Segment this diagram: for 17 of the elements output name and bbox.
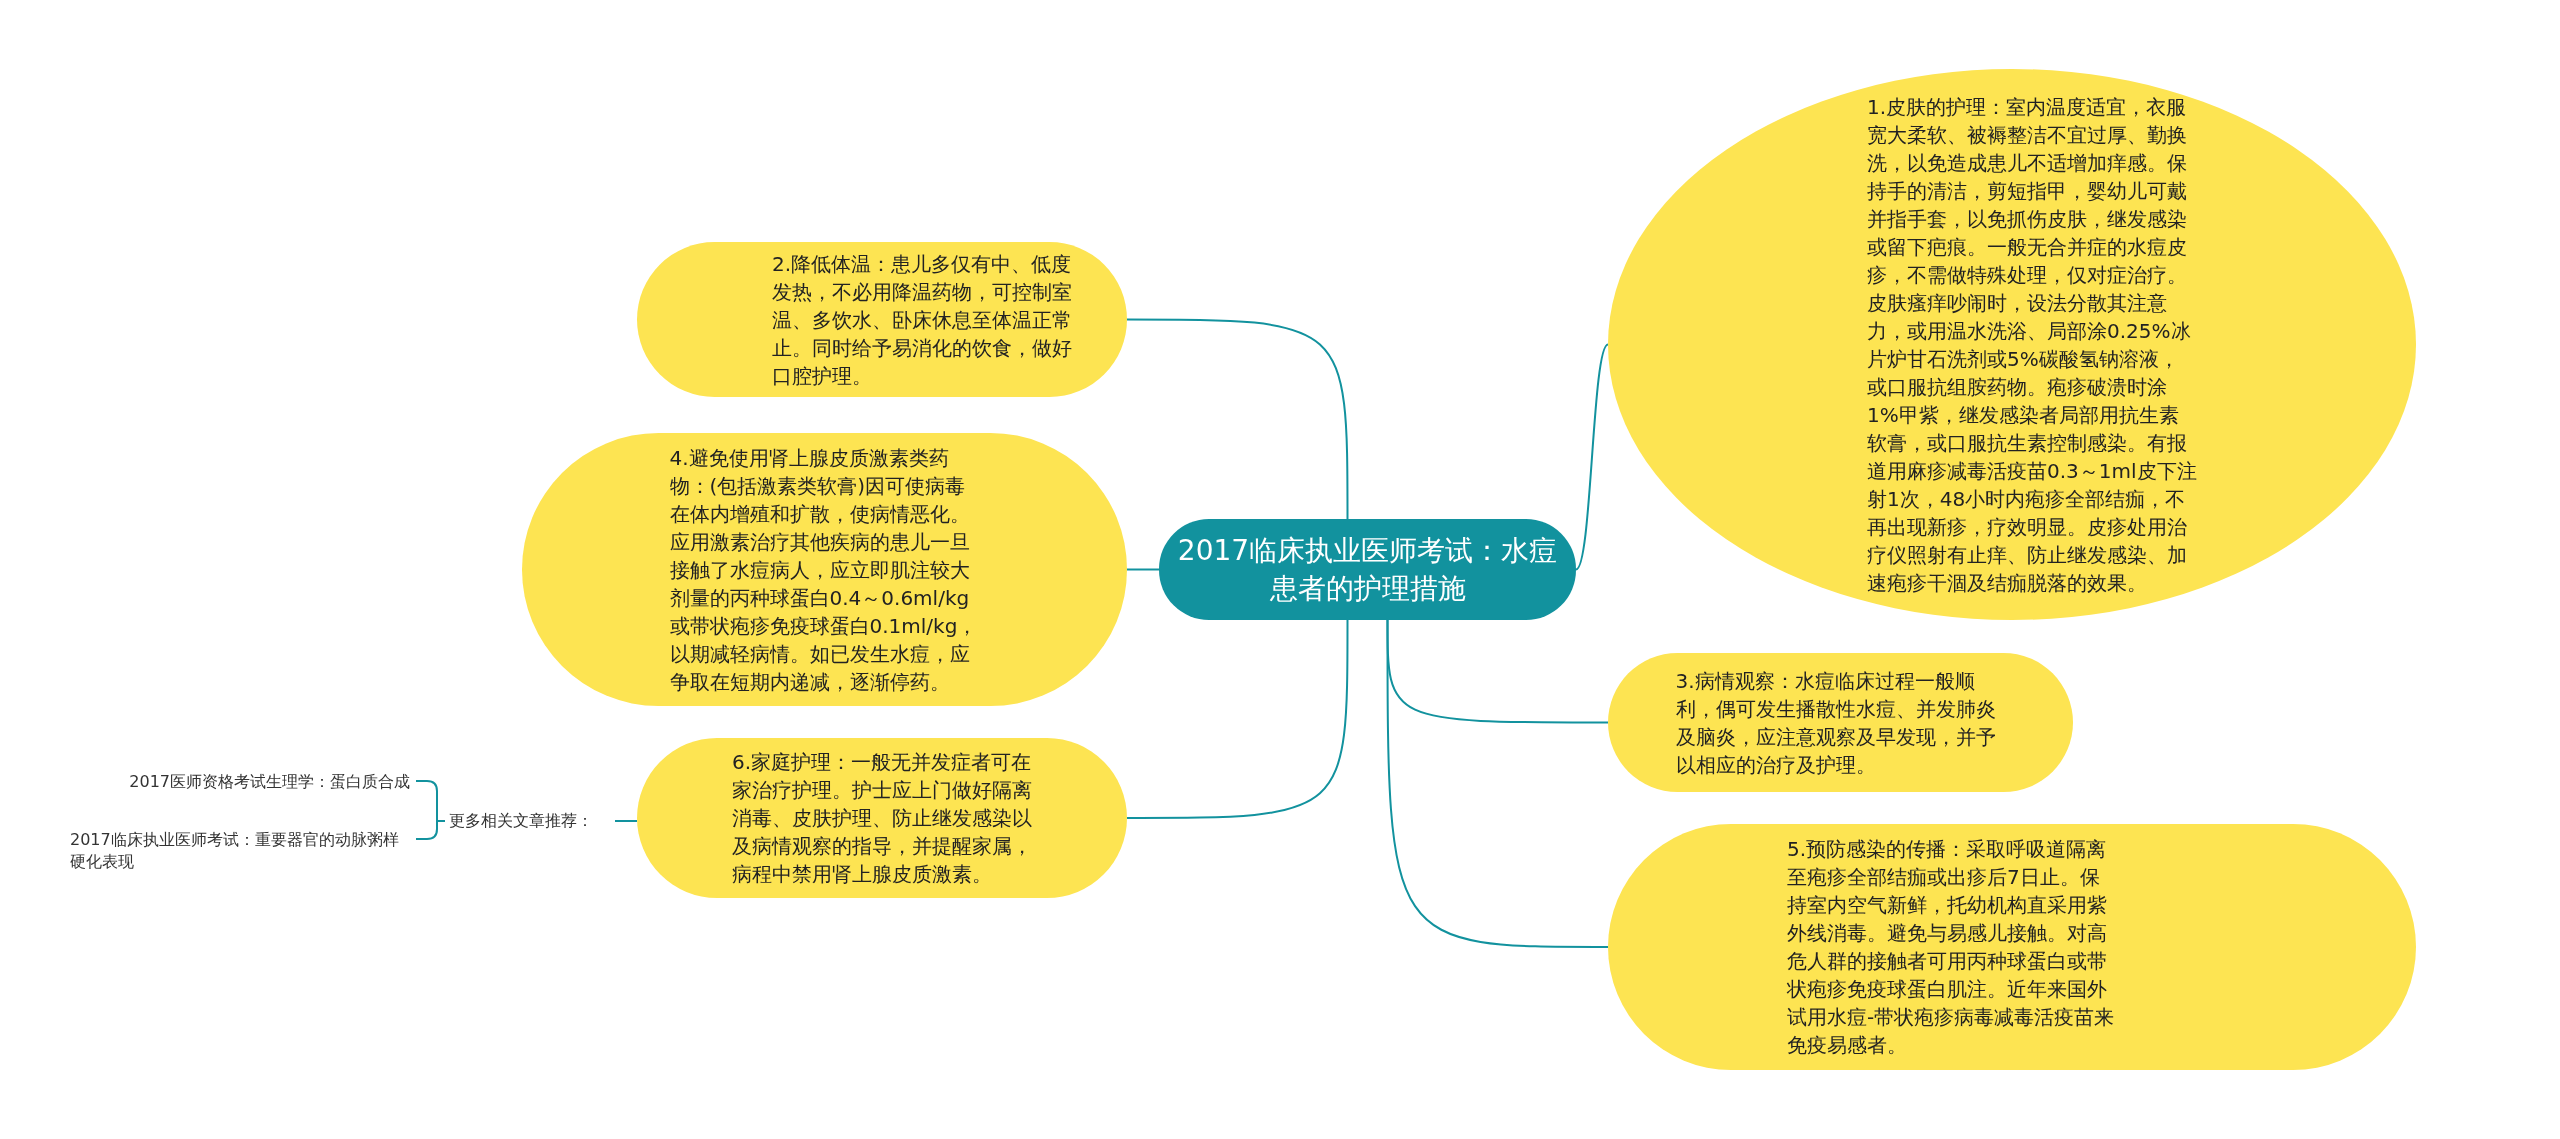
connector-line: [1126, 318, 1349, 520]
link-text: 2017临床执业医师考试：重要器官的动脉粥样硬化表现: [70, 829, 400, 873]
connector-line: [415, 820, 446, 840]
link-text: 更多相关文章推荐：: [449, 810, 594, 832]
topic-text: 1.皮肤的护理：室内温度适宜，衣服宽大柔软、被褥整洁不宜过厚、勤换洗，以免造成患儿不适增加痒感。保持手的清洁，剪短指甲，婴幼儿可戴并指手套，以免抓伤皮肤，继发感染或留下疤痕。一般无合并症的水痘皮疹，不需做特殊处理，仅对症治疗。皮肤瘙痒吵闹时，设法分散其注意力，或用温水洗浴、局部涂0.25%冰片炉甘石洗剂或5%碳酸氢钠溶液，或口服抗组胺药物。疱疹破溃时涂1%甲紫，继发感染者局部用抗生素软膏，或口服抗生素控制感染。有报道用麻疹减毒活疫苗0.3～1ml皮下注射1次，48小时内疱疹全部结痂，不再出现新疹，疗效明显。皮疹处用治疗仪照射有止痒、防止继发感染、加速疱疹干涸及结痂脱落的效果。: [1867, 93, 2197, 597]
topic-text: 3.病情观察：水痘临床过程一般顺利，偶可发生播散性水痘、并发肺炎及脑炎，应注意观察及早发现，并予以相应的治疗及护理。: [1675, 667, 1997, 779]
connector-line: [1386, 619, 1609, 948]
connector-line: [1126, 568, 1160, 571]
link-text: 2017医师资格考试生理学：蛋白质合成: [128, 771, 410, 793]
topic-title: 2017临床执业医师考试：水痘患者的护理措施: [1177, 532, 1558, 607]
connector-line: [1126, 619, 1349, 819]
topic-text: 6.家庭护理：一般无并发症者可在家治疗护理。护士应上门做好隔离消毒、皮肤护理、防止继发感染以及病情观察的指导，并提醒家属，病程中禁用肾上腺皮质激素。: [732, 749, 1032, 888]
connector-line: [614, 820, 638, 822]
topic-text: 5.预防感染的传播：采取呼吸道隔离至疱疹全部结痂或出疹后7日止。保持室内空气新鲜，托幼机构直采用紫外线消毒。避免与易感儿接触。对高危人群的接触者可用丙种球蛋白或带状疱疹免疫球蛋白肌注。近年来国外试用水痘-带状疱疹病毒减毒活疫苗来免疫易感者。: [1787, 836, 2116, 1059]
connector-line: [1575, 343, 1609, 571]
topic-text: 2.降低体温：患儿多仅有中、低度发热，不必用降温药物，可控制室温、多饮水、卧床休息至体温正常止。同时给予易消化的饮食，做好口腔护理。: [772, 250, 1072, 390]
topic-text: 4.避免使用肾上腺皮质激素类药物：(包括激素类软膏)因可使病毒在体内增殖和扩散，使病情恶化。应用激素治疗其他疾病的患儿一旦接触了水痘病人，应立即肌注较大剂量的丙种球蛋白0.4～0.6ml/kg或带状疱疹免疫球蛋白0.1ml/kg，以期减轻病情。如已发生水痘，应争取在短期内递减，逐渐停药。: [669, 444, 979, 696]
